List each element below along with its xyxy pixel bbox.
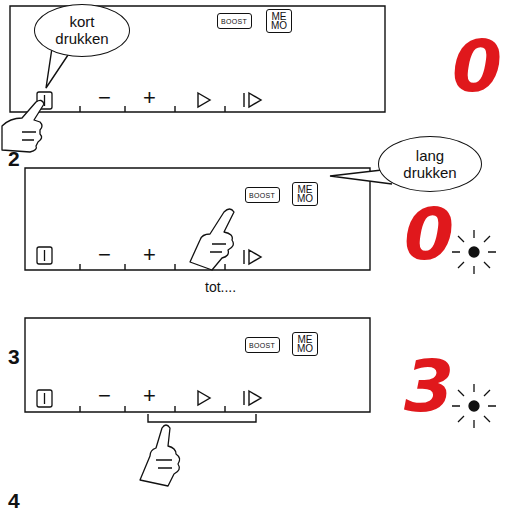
minus-key: − <box>98 87 111 109</box>
bubble-tails <box>46 48 392 184</box>
node-text: ME MO <box>293 335 317 354</box>
boost-button: BOOST <box>245 337 280 353</box>
display-digit: 0 <box>404 198 454 270</box>
speech-bubble: kort drukken <box>34 4 130 57</box>
display-digit: 3 <box>404 350 454 422</box>
step-number: 4 <box>8 490 20 511</box>
memo-button: ME MO <box>266 9 292 33</box>
minus-key: − <box>98 244 111 266</box>
pointing-hand <box>2 100 234 486</box>
display-digit: 0 <box>452 30 502 102</box>
speech-bubble: lang drukken <box>378 136 482 192</box>
boost-button: BOOST <box>245 187 280 203</box>
step-number: 3 <box>8 346 20 367</box>
memo-button: ME MO <box>292 182 318 206</box>
node-text: kort drukken <box>52 13 112 48</box>
node-text: ME MO <box>267 12 291 31</box>
plus-key: + <box>143 385 156 407</box>
blink-indicator <box>452 230 496 428</box>
plus-key: + <box>143 87 156 109</box>
plus-key: + <box>143 244 156 266</box>
node-text: ME MO <box>293 185 317 204</box>
bracket <box>148 414 256 422</box>
node-text: BOOST <box>249 342 275 349</box>
note-text: tot.... <box>205 280 236 294</box>
memo-button: ME MO <box>292 332 318 356</box>
node-text: BOOST <box>249 192 275 199</box>
step-number: 2 <box>8 148 20 169</box>
node-text: BOOST <box>221 18 247 25</box>
node-text: lang drukken <box>400 147 460 182</box>
minus-key: − <box>98 385 111 407</box>
boost-button: BOOST <box>217 13 252 29</box>
control-panels <box>10 6 385 412</box>
